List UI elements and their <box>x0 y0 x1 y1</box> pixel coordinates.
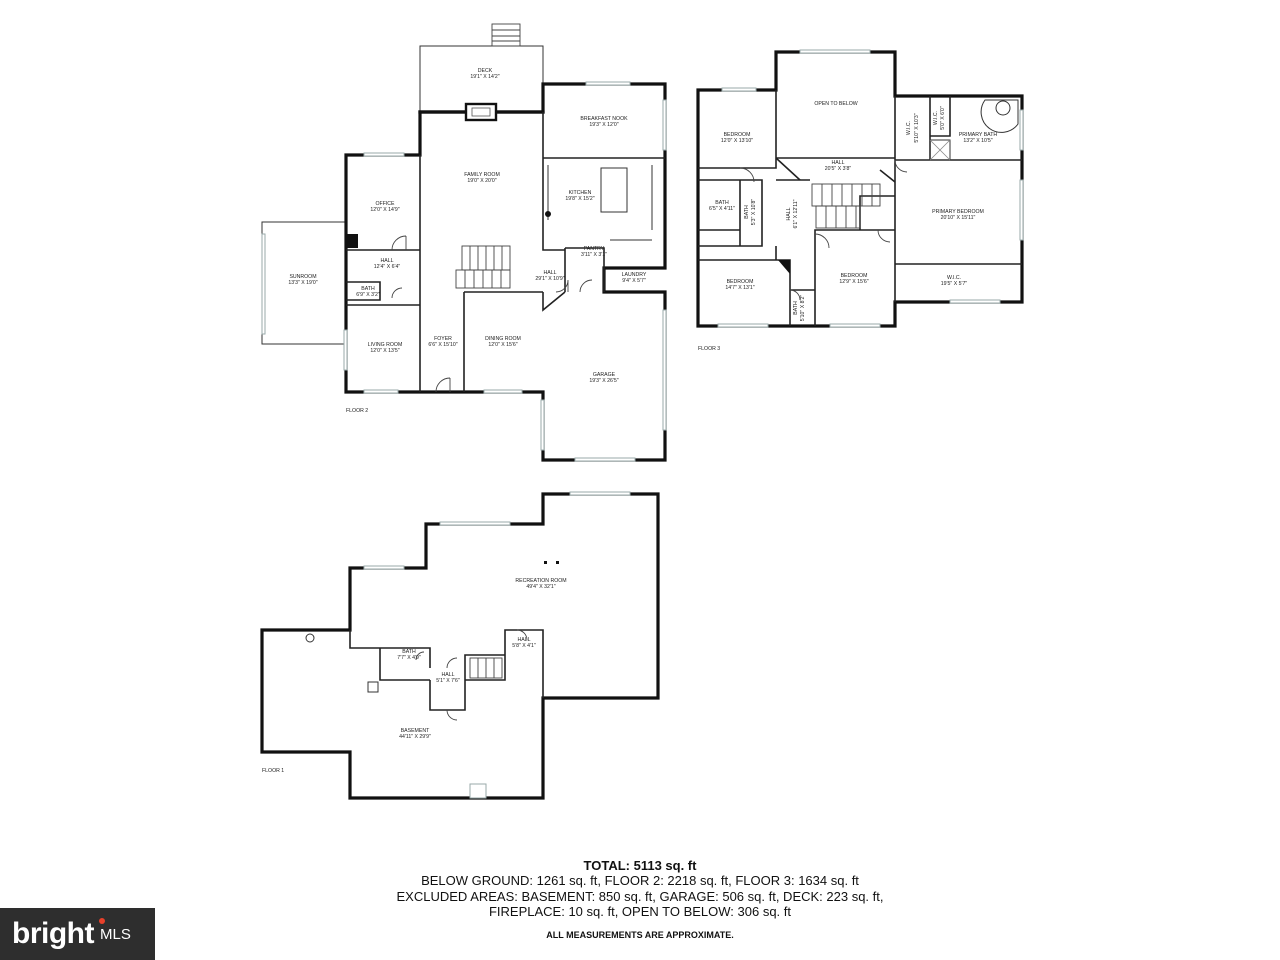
bright-mls-logo: bright MLS <box>0 908 155 960</box>
area-breakdown-line-1: BELOW GROUND: 1261 sq. ft, FLOOR 2: 2218… <box>421 873 859 888</box>
room-bedroom-s-dims: 12'9" X 15'6" <box>839 279 868 285</box>
floor-3-plan: FLOOR 3 <box>696 49 1024 352</box>
room-hall-d-name: HALL <box>442 672 455 678</box>
room-hall-top-dims: 20'5" X 3'8" <box>825 166 852 172</box>
room-bath-b-dims: 5'3" X 10'8" <box>751 199 757 226</box>
room-recreation-room-name: RECREATION ROOM <box>515 578 566 584</box>
room-wic-a-dims: 5'10" X 10'3" <box>914 113 920 142</box>
room-hall-a-name: HALL <box>381 258 394 264</box>
room-breakfast-nook-name: BREAKFAST NOOK <box>580 116 628 122</box>
logo-accent-dot-icon <box>99 918 105 924</box>
room-dining-room-dims: 12'0" X 15'6" <box>488 342 517 348</box>
room-hall-d-dims: 5'1" X 7'6" <box>436 678 460 684</box>
room-bath-b-name: BATH <box>744 205 750 219</box>
room-bedroom-s-name: BEDROOM <box>841 273 868 279</box>
room-kitchen-dims: 19'8" X 15'2" <box>565 196 594 202</box>
floor-3-room-labels: BEDROOM 12'0" X 13'10" OPEN TO BELOW W.I… <box>709 101 997 321</box>
room-hall-b-dims: 29'1" X 10'9" <box>535 276 564 282</box>
room-deck-dims: 19'1" X 14'2" <box>470 74 499 80</box>
room-hall-c-dims: 5'8" X 4'1" <box>512 643 536 649</box>
room-bath-name: BATH <box>361 286 375 292</box>
room-wic-b-name: W.I.C. <box>933 111 939 125</box>
room-garage-dims: 19'3" X 26'5" <box>589 378 618 384</box>
area-breakdown-line-3: FIREPLACE: 10 sq. ft, OPEN TO BELOW: 306… <box>488 904 791 919</box>
floor-2-plan: FLOOR 2 <box>261 23 667 462</box>
floor-1-label: FLOOR 1 <box>262 768 284 774</box>
room-hall-top-name: HALL <box>832 160 845 166</box>
room-basement-dims: 44'11" X 29'9" <box>399 734 431 740</box>
floor-2-room-labels: DECK 19'1" X 14'2" BREAKFAST NOOK 19'3" … <box>288 68 647 384</box>
room-laundry-dims: 9'4" X 5'7" <box>622 278 646 284</box>
room-bath-c-dims: 5'10" X 8'2" <box>800 295 806 322</box>
room-recreation-room-dims: 49'4" X 32'1" <box>526 584 555 590</box>
room-basement-name: BASEMENT <box>401 728 430 734</box>
room-hall-v-dims: 6'1" X 12'11" <box>793 199 799 228</box>
logo-brand: bright <box>12 917 94 950</box>
room-family-room-name: FAMILY ROOM <box>464 172 500 178</box>
floor-2-label: FLOOR 2 <box>346 408 368 414</box>
room-dining-room-name: DINING ROOM <box>485 336 521 342</box>
room-wic-c-dims: 19'5" X 5'7" <box>941 281 968 287</box>
room-family-room-dims: 19'0" X 20'0" <box>467 178 496 184</box>
room-primary-bath-name: PRIMARY BATH <box>959 132 998 138</box>
room-breakfast-nook-dims: 19'3" X 12'0" <box>589 122 618 128</box>
room-bath-d-name: BATH <box>402 649 416 655</box>
room-pantry-dims: 3'11" X 3'1" <box>581 252 607 258</box>
room-open-to-below-name: OPEN TO BELOW <box>814 101 857 107</box>
measurement-note: ALL MEASUREMENTS ARE APPROXIMATE. <box>546 929 734 940</box>
room-hall-a-dims: 12'4" X 6'4" <box>374 264 401 270</box>
room-sunroom-dims: 13'3" X 19'0" <box>288 280 317 286</box>
room-foyer-name: FOYER <box>434 336 452 342</box>
room-living-room-name: LIVING ROOM <box>368 342 403 348</box>
room-foyer-dims: 6'6" X 15'10" <box>428 342 457 348</box>
room-office-name: OFFICE <box>375 201 395 207</box>
room-office-dims: 12'0" X 14'9" <box>370 207 399 213</box>
area-summary: TOTAL: 5113 sq. ft BELOW GROUND: 1261 sq… <box>340 858 940 940</box>
room-primary-bath-dims: 13'2" X 10'5" <box>963 138 992 144</box>
room-laundry-name: LAUNDRY <box>622 272 647 278</box>
room-bath-a-dims: 6'5" X 4'11" <box>709 206 735 212</box>
room-sunroom-name: SUNROOM <box>289 274 316 280</box>
total-area: TOTAL: 5113 sq. ft <box>583 858 697 873</box>
room-kitchen-name: KITCHEN <box>569 190 592 196</box>
room-bedroom-sw-name: BEDROOM <box>727 279 754 285</box>
room-bath-d-dims: 7'7" X 4'9" <box>397 655 421 661</box>
floor-3-label: FLOOR 3 <box>698 346 720 352</box>
floor-1-room-labels: RECREATION ROOM 49'4" X 32'1" HALL 5'8" … <box>397 578 566 740</box>
room-hall-b-name: HALL <box>544 270 557 276</box>
room-primary-bedroom-dims: 20'10" X 15'11" <box>941 215 976 221</box>
room-bath-c-name: BATH <box>793 301 799 315</box>
room-bath-a-name: BATH <box>715 200 729 206</box>
room-wic-a-name: W.I.C. <box>906 121 912 135</box>
room-bedroom-nw-dims: 12'0" X 13'10" <box>721 138 753 144</box>
room-bedroom-sw-dims: 14'7" X 13'1" <box>725 285 754 291</box>
room-wic-c-name: W.I.C. <box>947 275 961 281</box>
room-pantry-name: PANTRY <box>584 246 605 252</box>
room-hall-v-name: HALL <box>786 207 792 220</box>
room-deck-name: DECK <box>478 68 493 74</box>
room-living-room-dims: 12'0" X 13'5" <box>370 348 399 354</box>
floor-1-plan: FLOOR 1 <box>260 491 660 800</box>
logo-suffix: MLS <box>99 925 131 943</box>
room-hall-c-name: HALL <box>518 637 531 643</box>
area-breakdown-line-2: EXCLUDED AREAS: BASEMENT: 850 sq. ft, GA… <box>396 888 884 904</box>
room-bath-dims: 6'9" X 3'2" <box>356 292 380 298</box>
room-primary-bedroom-name: PRIMARY BEDROOM <box>932 209 984 215</box>
room-wic-b-dims: 5'0" X 6'0" <box>940 106 946 130</box>
room-garage-name: GARAGE <box>593 372 616 378</box>
room-bedroom-nw-name: BEDROOM <box>724 132 751 138</box>
